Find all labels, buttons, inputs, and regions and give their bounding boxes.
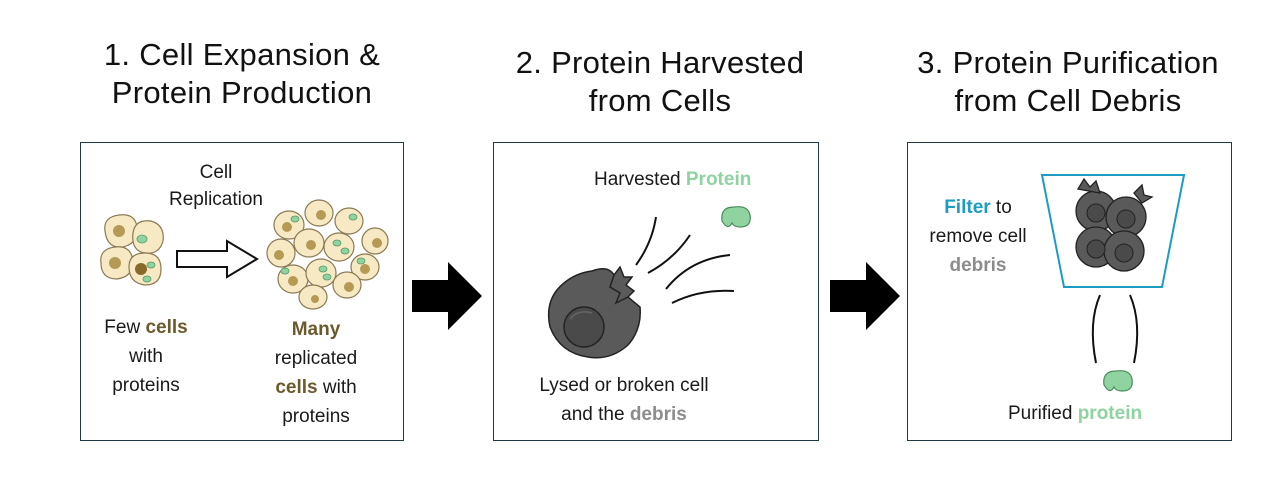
lysed-cell-icon xyxy=(547,265,641,359)
few-cells-line1: Few cells xyxy=(81,313,211,342)
filter-label: Filter to remove cell debris xyxy=(908,193,1048,280)
harvested-prefix: Harvested xyxy=(594,169,686,190)
step-3-title-line2: from Cell Debris xyxy=(954,83,1182,118)
step-3-title: 3. Protein Purification from Cell Debris xyxy=(876,44,1260,120)
purified-protein-word: protein xyxy=(1077,403,1143,424)
protein-icon xyxy=(322,273,332,281)
filter-line1: Filter to xyxy=(908,193,1048,222)
protein-icon xyxy=(340,247,350,255)
motion-lines xyxy=(635,216,735,304)
step-2-title-line1: 2. Protein Harvested xyxy=(515,45,805,80)
step-1-title-line2: Protein Production xyxy=(111,75,373,110)
protein-icon xyxy=(1103,370,1133,392)
step-3-panel: Filter to remove cell debris Purified pr… xyxy=(907,142,1232,441)
cell-icon xyxy=(104,214,138,248)
lysed-line1: Lysed or broken cell xyxy=(539,375,709,396)
step-1-panel: Cell Replication xyxy=(80,142,404,441)
protein-icon xyxy=(290,215,300,223)
filtrate-lines xyxy=(1091,294,1139,364)
many-cells-label: Many replicated cells with proteins xyxy=(241,315,391,431)
few-cells-label: Few cells with proteins xyxy=(81,313,211,400)
lysed-cell-label: Lysed or broken cell and the debris xyxy=(494,371,754,429)
many-word: Many xyxy=(291,319,341,340)
lysed-debris-word: debris xyxy=(629,404,687,425)
protein-icon xyxy=(318,265,328,273)
big-arrow-icon xyxy=(412,262,482,330)
filter-debris-word: debris xyxy=(949,255,1007,276)
many-cells-word: cells xyxy=(275,377,318,398)
cell-icon xyxy=(334,207,364,235)
few-prefix: Few xyxy=(104,317,146,338)
many-cells-line2: replicated xyxy=(274,348,358,369)
filter-icon xyxy=(1040,174,1186,288)
filter-line2: remove cell xyxy=(929,226,1027,247)
cell-icon xyxy=(323,232,355,262)
purified-protein-label: Purified protein xyxy=(1008,399,1228,428)
protein-icon xyxy=(348,213,358,221)
many-cells-line4: proteins xyxy=(282,406,350,427)
many-cells-group xyxy=(266,199,389,310)
few-cells-group xyxy=(100,214,164,286)
debris-cluster xyxy=(1075,177,1154,272)
cell-icon xyxy=(305,258,337,288)
hollow-arrow-icon xyxy=(176,239,259,279)
protein-icon xyxy=(280,267,290,275)
replication-line2: Replication xyxy=(169,189,263,210)
protein-icon xyxy=(332,239,342,247)
cell-icon xyxy=(132,220,164,254)
step-2-title-line2: from Cells xyxy=(588,83,732,118)
big-arrow-icon xyxy=(830,262,900,330)
protein-icon xyxy=(356,257,366,265)
few-cells-word: cells xyxy=(145,317,188,338)
protein-icon xyxy=(721,206,751,228)
step-2-panel: Harvested Protein Lysed or broken cell a… xyxy=(493,142,819,441)
replication-label: Cell Replication xyxy=(141,159,291,213)
cell-icon xyxy=(100,246,134,280)
filter-to: to xyxy=(990,197,1012,218)
few-cells-line3: proteins xyxy=(112,375,180,396)
step-2-title: 2. Protein Harvested from Cells xyxy=(470,44,850,120)
cell-icon xyxy=(128,252,162,286)
lysed-prefix: and the xyxy=(561,404,630,425)
filter-word: Filter xyxy=(944,197,991,218)
many-with: with xyxy=(317,377,357,398)
replication-line1: Cell xyxy=(199,162,233,183)
many-cells-line3: cells with xyxy=(241,373,391,402)
step-3-title-line1: 3. Protein Purification xyxy=(917,45,1219,80)
lysed-line2: and the debris xyxy=(494,400,754,429)
step-1-title-line1: 1. Cell Expansion & xyxy=(103,37,381,72)
few-cells-line2: with xyxy=(129,346,163,367)
harvested-protein-word: Protein xyxy=(685,169,752,190)
purified-prefix: Purified xyxy=(1008,403,1078,424)
step-1-title: 1. Cell Expansion & Protein Production xyxy=(60,36,424,112)
harvested-protein-label: Harvested Protein xyxy=(594,165,794,194)
